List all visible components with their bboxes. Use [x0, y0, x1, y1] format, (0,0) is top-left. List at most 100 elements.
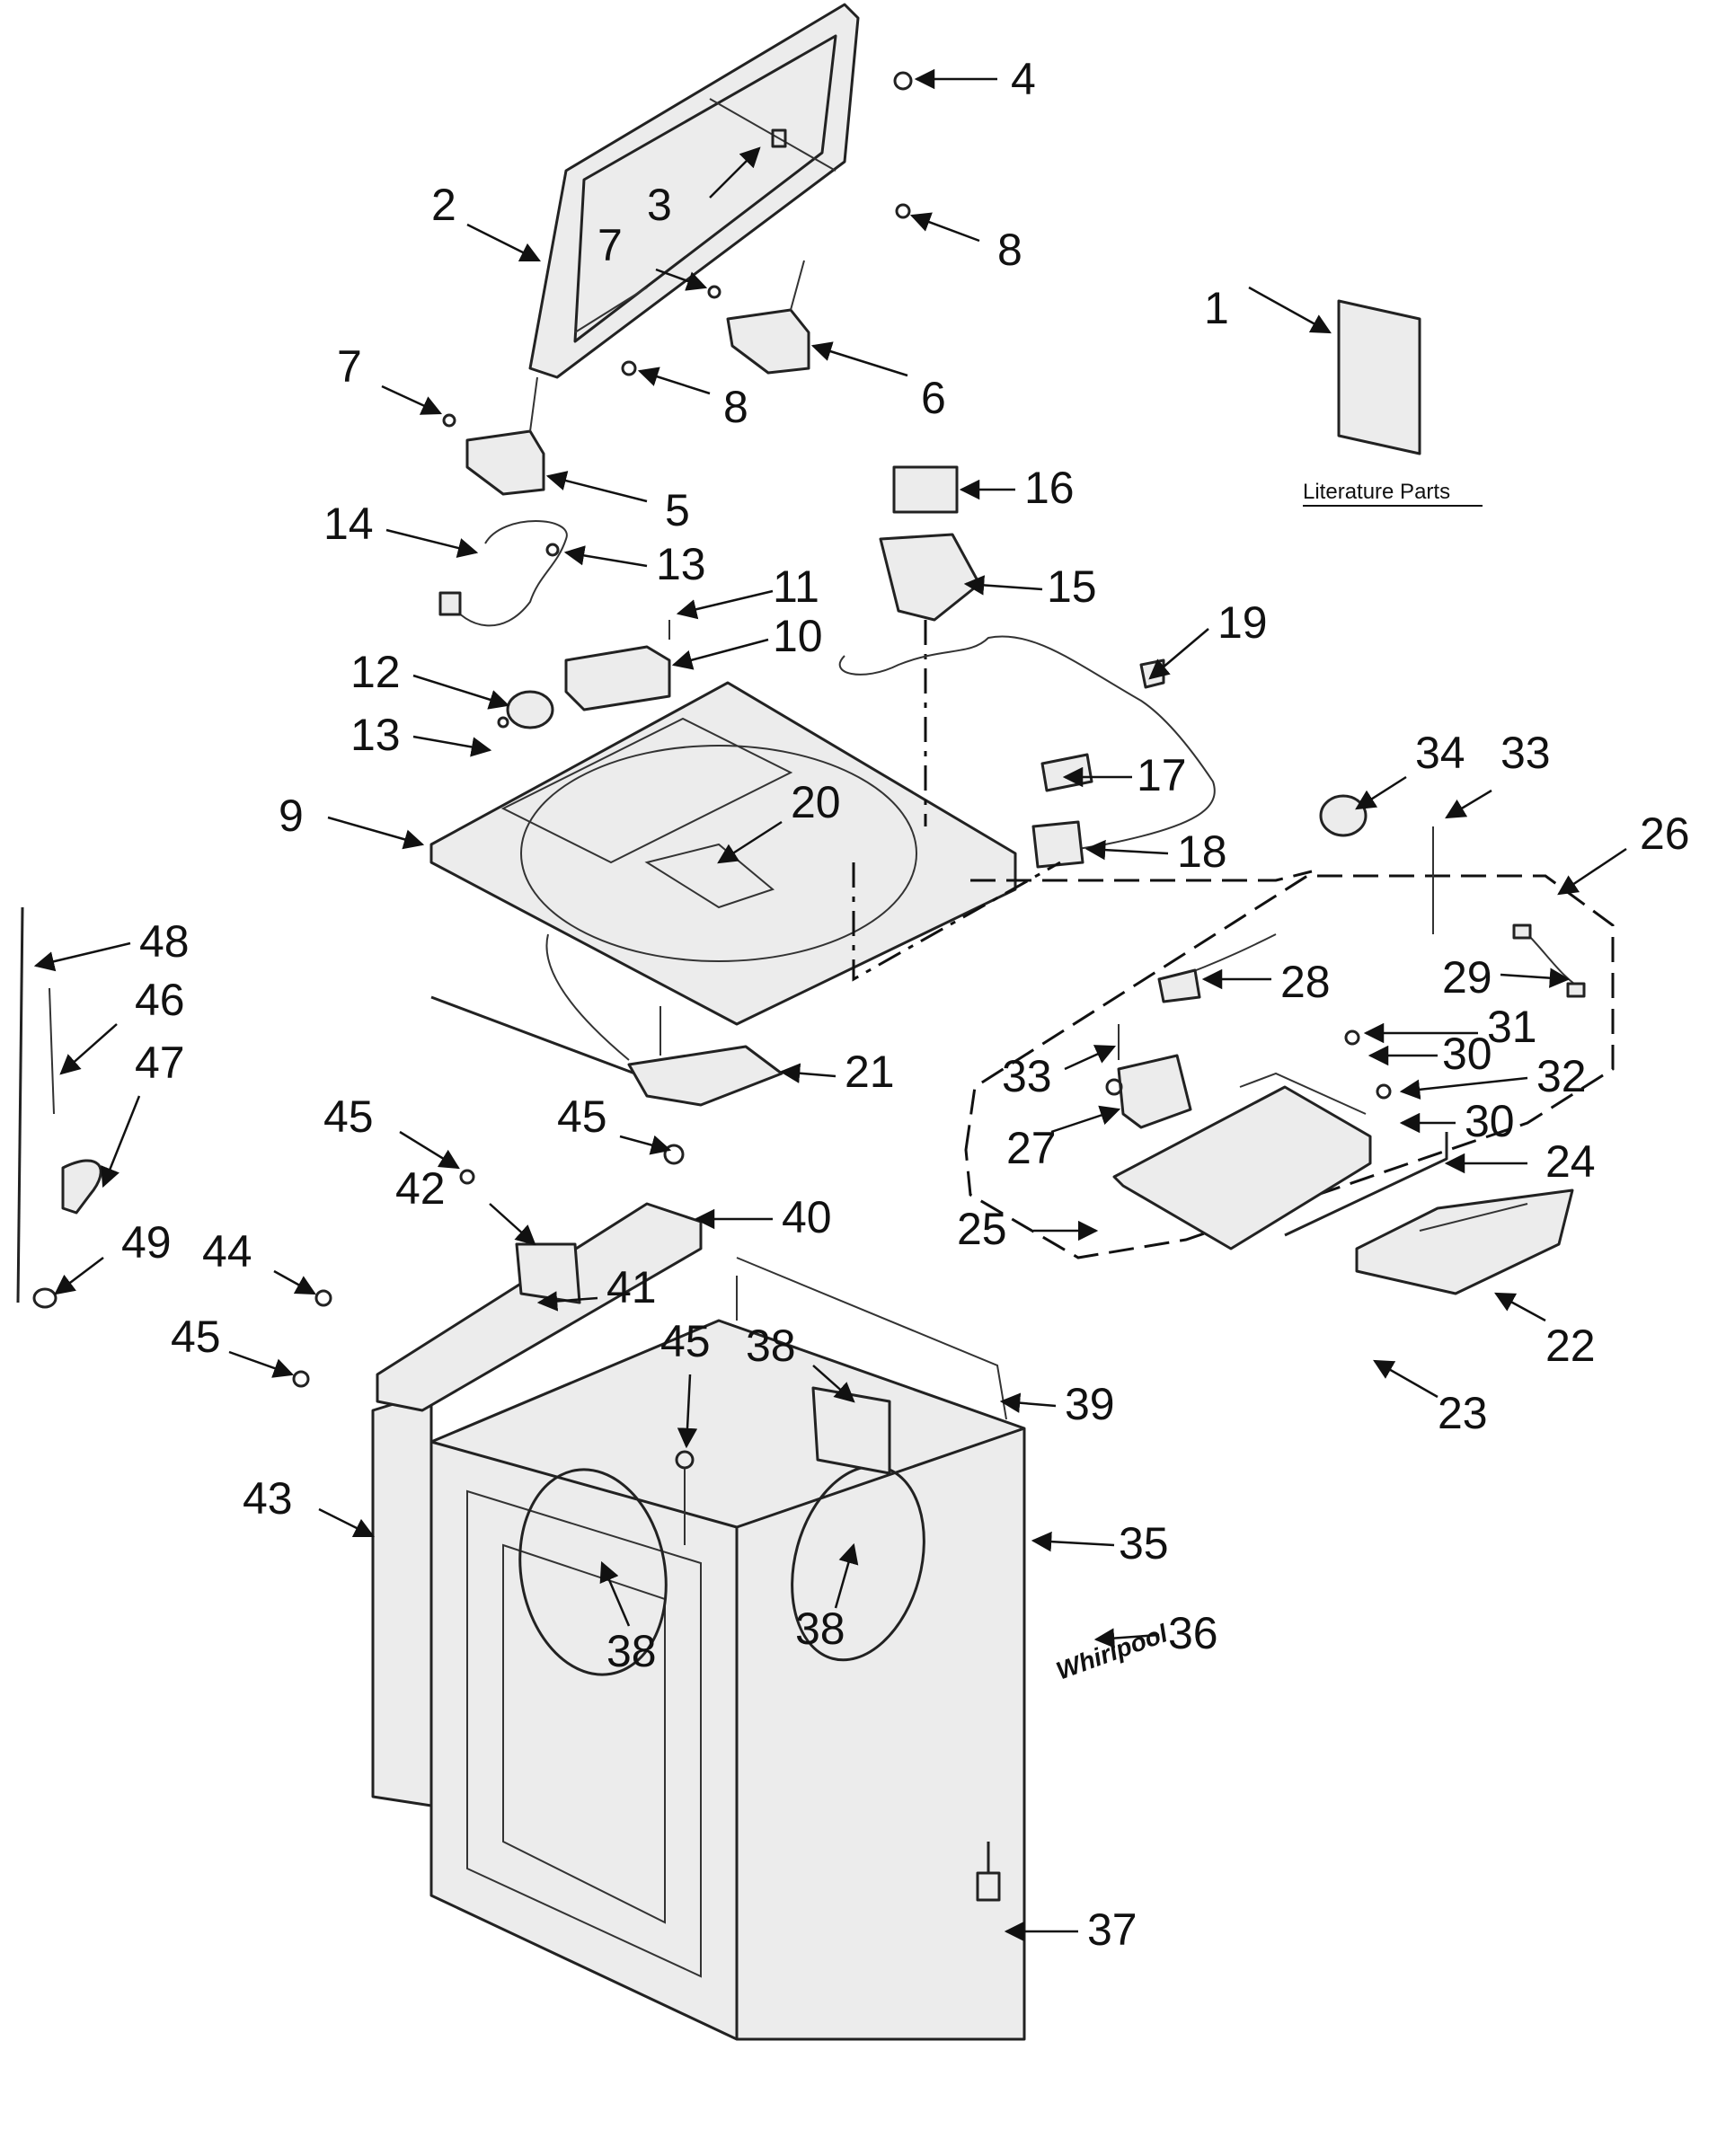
callout-25: 25	[957, 1204, 1007, 1254]
leader-35	[1031, 1531, 1115, 1552]
control-board	[564, 620, 671, 711]
callout-30b: 30	[1465, 1096, 1515, 1146]
leader-49	[54, 1257, 104, 1295]
callout-6: 6	[921, 373, 946, 423]
leader-33b	[1445, 789, 1492, 819]
callout-38b: 38	[606, 1626, 657, 1676]
literature-label: Literature Parts	[1303, 480, 1450, 504]
callout-19: 19	[1217, 597, 1268, 648]
leader-5	[545, 471, 648, 503]
callout-33a: 33	[1002, 1051, 1052, 1101]
callout-45d: 45	[660, 1316, 711, 1366]
callout-32: 32	[1536, 1051, 1587, 1101]
callout-44: 44	[202, 1226, 252, 1277]
leader-43	[318, 1507, 376, 1538]
lid-hinge-left	[442, 376, 545, 496]
leader-36	[1093, 1628, 1160, 1648]
callout-46: 46	[135, 975, 185, 1025]
callout-45c: 45	[557, 1091, 607, 1142]
leader-13a	[412, 735, 492, 757]
leader-32	[1399, 1076, 1528, 1100]
leader-45d	[677, 1374, 698, 1449]
callout-7a: 7	[337, 341, 362, 392]
leader-45b	[399, 1130, 460, 1170]
callout-1: 1	[1204, 283, 1229, 333]
leader-18	[1084, 839, 1169, 861]
callout-3: 3	[647, 180, 672, 230]
leader-26	[1557, 847, 1627, 896]
callout-48: 48	[139, 916, 190, 967]
callout-numbers: 1 2 3 4 5 6 7 7 8 8 9 10 11 12 13 13 14 …	[121, 54, 1690, 1955]
leader-21	[779, 1063, 837, 1083]
callout-17: 17	[1137, 750, 1187, 800]
lid-assembly	[528, 3, 913, 379]
callout-22: 22	[1545, 1321, 1596, 1371]
dispenser-drawer	[1355, 1188, 1574, 1295]
dispenser-cap	[879, 465, 981, 826]
leader-47	[101, 1095, 141, 1188]
callout-16: 16	[1024, 463, 1075, 513]
callout-36: 36	[1168, 1608, 1218, 1658]
leader-7a	[381, 384, 443, 415]
literature-parts-sheet: Literature Parts	[1303, 299, 1483, 507]
leader-44	[273, 1269, 316, 1295]
brand-logo-text: Whirlpool	[1052, 1619, 1172, 1685]
leader-39	[999, 1392, 1057, 1413]
dispenser-subassembly-boundary	[964, 874, 1615, 1259]
callout-34: 34	[1415, 728, 1465, 778]
leader-23	[1373, 1359, 1438, 1399]
callout-13a: 13	[350, 710, 401, 760]
callout-38a: 38	[746, 1321, 796, 1371]
callout-43: 43	[243, 1473, 293, 1524]
callout-42: 42	[395, 1163, 446, 1214]
callout-18: 18	[1177, 826, 1227, 877]
callout-21: 21	[845, 1047, 895, 1097]
callout-7b: 7	[598, 220, 623, 270]
callout-47: 47	[135, 1038, 185, 1088]
leader-22	[1494, 1292, 1546, 1322]
callout-33b: 33	[1500, 728, 1551, 778]
leader-38b	[599, 1560, 631, 1627]
leader-14	[385, 528, 479, 559]
callout-8a: 8	[997, 225, 1022, 275]
console-top	[429, 681, 1017, 1026]
leader-48	[33, 941, 131, 972]
callout-40: 40	[782, 1192, 832, 1242]
leader-46	[59, 1023, 118, 1075]
leader-27	[1050, 1105, 1121, 1134]
leader-lines	[33, 68, 1627, 1942]
dispenser-housing	[1112, 1029, 1392, 1250]
callout-5: 5	[665, 485, 690, 535]
callout-9: 9	[279, 791, 304, 841]
leader-8b	[637, 367, 711, 395]
leader-8a	[909, 212, 980, 243]
callout-4: 4	[1011, 54, 1036, 104]
callout-20: 20	[791, 777, 841, 827]
callout-8b: 8	[723, 382, 748, 432]
dashed-callout-lines	[852, 861, 1313, 982]
rear-panel	[371, 1391, 433, 1807]
leader-9	[327, 816, 425, 850]
leader-19	[1148, 628, 1209, 680]
leader-11	[676, 589, 774, 620]
callout-49: 49	[121, 1217, 172, 1268]
leader-41	[536, 1291, 598, 1312]
leader-6	[810, 341, 908, 377]
callout-15: 15	[1047, 561, 1097, 612]
callout-45b: 45	[323, 1091, 374, 1142]
leader-20	[717, 820, 783, 864]
callout-35: 35	[1119, 1518, 1169, 1568]
callout-29: 29	[1442, 952, 1492, 1003]
callout-41: 41	[606, 1262, 657, 1312]
leader-34	[1355, 775, 1407, 810]
callout-39: 39	[1065, 1379, 1115, 1429]
leader-42	[489, 1203, 536, 1246]
callout-37: 37	[1087, 1904, 1137, 1955]
leader-13b	[563, 545, 648, 568]
lid-switch-harness	[438, 520, 568, 729]
callout-24: 24	[1545, 1136, 1596, 1187]
leader-3	[709, 146, 761, 199]
callout-28: 28	[1280, 957, 1331, 1007]
callout-23: 23	[1438, 1388, 1488, 1438]
